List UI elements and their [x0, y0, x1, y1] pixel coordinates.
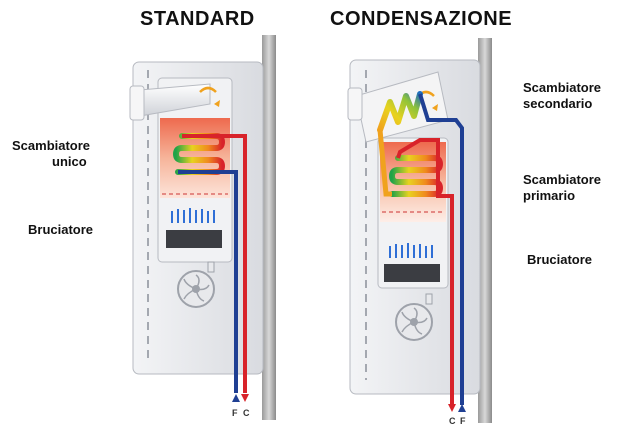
- label-primary-exchanger-line1: Scambiatore: [523, 172, 602, 187]
- standard-boiler: F C: [129, 35, 276, 420]
- arrow-up-cold-standard: [232, 394, 240, 402]
- pipe-label-standard-right: C: [243, 408, 250, 418]
- label-primary-exchanger-line2: primario: [523, 188, 576, 203]
- single-exchanger-coil: [172, 133, 226, 175]
- label-secondary-exchanger-line1: Scambiatore: [523, 80, 602, 95]
- wall-right: [478, 38, 492, 423]
- condensing-boiler: C F: [347, 38, 492, 426]
- label-single-exchanger: Scambiatore unico: [12, 138, 90, 170]
- fan-condensing: [395, 293, 433, 341]
- title-standard: STANDARD: [140, 8, 255, 30]
- arrow-down-hot-condensing: [448, 404, 456, 412]
- arrow-up-cold-condensing: [458, 404, 466, 412]
- title-condensing: CONDENSAZIONE: [330, 8, 513, 30]
- burner-standard: [166, 208, 222, 248]
- label-primary-exchanger: Scambiatore primario: [523, 172, 601, 204]
- pipe-label-condensing-right: F: [460, 416, 466, 426]
- label-single-exchanger-line2: unico: [52, 154, 87, 169]
- label-single-exchanger-line1: Scambiatore: [12, 138, 91, 153]
- label-secondary-exchanger: Scambiatore secondario: [523, 80, 601, 112]
- label-burner-right: Bruciatore: [527, 252, 593, 267]
- secondary-exchanger-coil: [377, 91, 423, 133]
- cold-pipe-standard: [178, 170, 238, 393]
- hot-pipe-standard: [182, 134, 247, 393]
- pipe-label-condensing-left: C: [449, 416, 456, 426]
- arrow-down-hot-standard: [241, 394, 249, 402]
- label-secondary-exchanger-line2: secondario: [523, 96, 593, 111]
- hot-pipe-condensing: [396, 138, 454, 405]
- fan-standard: [177, 261, 215, 308]
- cold-pipe-condensing: [418, 93, 464, 405]
- label-burner-left: Bruciatore: [28, 222, 94, 237]
- burner-condensing: [384, 243, 440, 282]
- pipe-label-standard-left: F: [232, 408, 238, 418]
- wall-left: [262, 35, 276, 420]
